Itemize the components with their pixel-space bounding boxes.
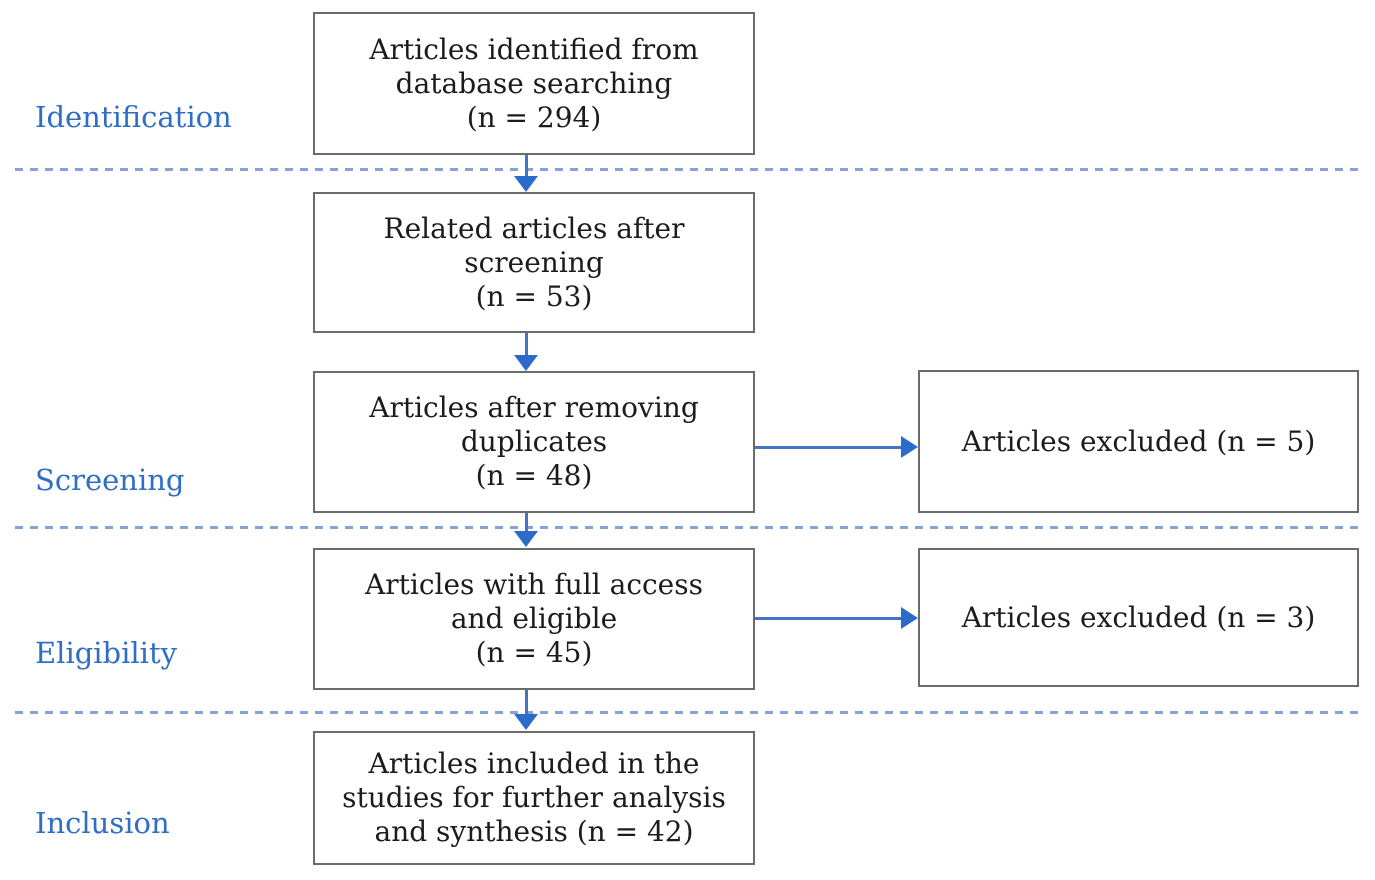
flow-box-excluded-screening: Articles excluded (n = 5) [918, 370, 1359, 513]
section-divider-identification-screening [15, 168, 1361, 171]
flow-box-count: (n = 294) [466, 100, 602, 134]
flow-box-excluded-eligibility: Articles excluded (n = 3) [918, 548, 1359, 687]
flow-box-text-line: duplicates [460, 425, 608, 458]
flow-box-text-line: and eligible [450, 602, 618, 635]
flow-box-text-line: screening [464, 245, 604, 279]
flow-box-text-line: Related articles after [383, 211, 685, 245]
down-arrow-stem [525, 155, 528, 177]
right-arrow-stem [755, 617, 903, 620]
flow-box-text-line: studies for further analysis [342, 781, 726, 814]
down-arrow-head-icon [514, 714, 538, 730]
flow-box-text-line: Articles excluded (n = 5) [961, 424, 1316, 458]
stage-label-inclusion: Inclusion [35, 806, 170, 840]
flow-box-included: Articles included in the studies for fur… [313, 731, 755, 865]
section-divider-screening-eligibility [15, 526, 1361, 529]
flow-box-count: (n = 45) [475, 636, 593, 669]
flow-box-count: (n = 48) [475, 459, 593, 492]
flow-box-text-line: Articles included in the [368, 747, 700, 780]
stage-label-screening: Screening [35, 463, 185, 497]
flow-box-screened: Related articles after screening (n = 53… [313, 192, 755, 333]
flow-box-text-line: Articles with full access [365, 568, 703, 601]
down-arrow-stem [525, 513, 528, 532]
flow-box-text-line: Articles identified from [369, 32, 699, 66]
down-arrow-head-icon [514, 176, 538, 192]
flow-box-text-line: Articles after removing [369, 391, 699, 424]
right-arrow-head-icon [901, 436, 918, 458]
down-arrow-stem [525, 690, 528, 715]
flow-box-count: (n = 53) [475, 279, 593, 313]
flow-box-eligible: Articles with full access and eligible (… [313, 548, 755, 690]
flow-box-identified: Articles identified from database search… [313, 12, 755, 155]
section-divider-eligibility-inclusion [15, 711, 1361, 714]
down-arrow-stem [525, 333, 528, 356]
stage-label-identification: Identification [35, 100, 232, 134]
right-arrow-stem [755, 446, 903, 449]
stage-label-eligibility: Eligibility [35, 636, 177, 670]
down-arrow-head-icon [514, 531, 538, 547]
flow-box-text-line: database searching [395, 66, 673, 100]
flow-box-count: and synthesis (n = 42) [374, 815, 694, 848]
flow-box-text-line: Articles excluded (n = 3) [961, 600, 1316, 634]
right-arrow-head-icon [901, 607, 918, 629]
flow-box-deduplicated: Articles after removing duplicates (n = … [313, 371, 755, 513]
down-arrow-head-icon [514, 355, 538, 371]
